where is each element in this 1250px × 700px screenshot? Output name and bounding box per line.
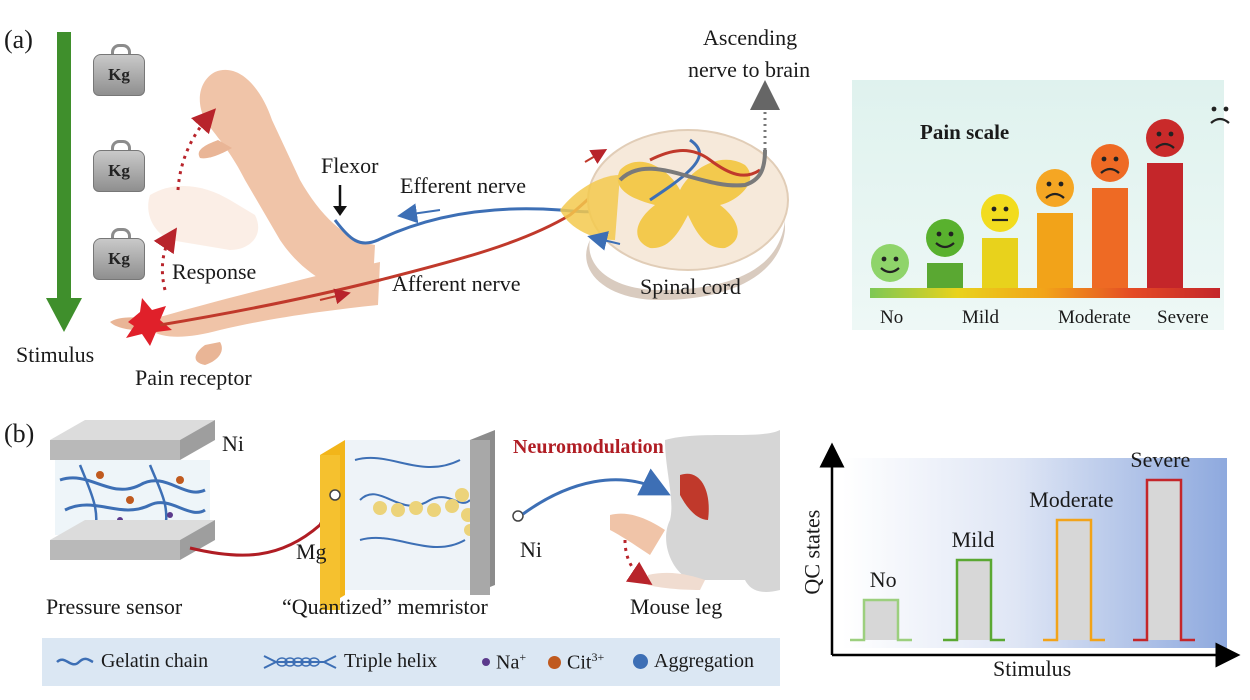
panel-b-label: (b) xyxy=(4,419,35,448)
legend-na: Na+ xyxy=(482,650,526,675)
qc-state-label-no: No xyxy=(869,567,897,592)
na-ion-icon xyxy=(482,658,490,667)
pain-face-icon-2 xyxy=(981,194,1019,232)
triple-helix-icon xyxy=(263,654,337,669)
ascending-label-1: Ascending xyxy=(703,25,798,50)
panel-a-label: (a) xyxy=(4,25,33,54)
spinal-cord xyxy=(560,129,789,300)
qc-state-label-severe: Severe xyxy=(1130,447,1191,472)
pain-face-icon-6 xyxy=(1201,94,1239,132)
stimulus-arrow xyxy=(46,32,82,332)
ni-top-label: Ni xyxy=(222,431,244,456)
qc-pulse-moderate xyxy=(1043,518,1105,642)
pain-star xyxy=(126,298,172,346)
response-label: Response xyxy=(172,259,257,284)
neuromodulation-label: Neuromodulation xyxy=(513,436,664,458)
pressure-sensor xyxy=(50,420,215,560)
pain-scale-baseline xyxy=(870,288,1220,298)
pain-bar-3 xyxy=(1037,213,1073,288)
qc-state-label-mild: Mild xyxy=(951,527,995,552)
qc-pulse-severe xyxy=(1133,478,1195,642)
mouse-leg-label: Mouse leg xyxy=(630,594,723,619)
spinal-cord-label: Spinal cord xyxy=(640,274,741,299)
pain-face-icon-1 xyxy=(926,219,964,257)
pain-bar-1 xyxy=(927,263,963,288)
memristor xyxy=(320,430,524,610)
gelatin-chain-icon xyxy=(56,657,94,665)
pain-scale-label-mild: Mild xyxy=(962,307,999,328)
mg-label: Mg xyxy=(296,539,327,564)
pain-scale-label-moderate: Moderate xyxy=(1058,307,1131,328)
mouse-leg xyxy=(610,430,780,592)
pain-bar-2 xyxy=(982,238,1018,288)
cit-ion-icon xyxy=(548,655,561,669)
stimulus-label: Stimulus xyxy=(16,342,95,367)
pain-face-icon-0 xyxy=(871,244,909,282)
qc-pulse-mild xyxy=(943,558,1005,642)
legend-cit: Cit3+ xyxy=(548,650,604,675)
memristor-label: “Quantized” memristor xyxy=(282,594,488,619)
afferent-nerve-label: Afferent nerve xyxy=(392,271,521,296)
pain-bar-4 xyxy=(1092,188,1128,288)
qc-pulse-fill-moderate xyxy=(1057,520,1091,640)
pain-face-icon-4 xyxy=(1091,144,1129,182)
flexor-label: Flexor xyxy=(321,153,379,178)
qc-state-label-moderate: Moderate xyxy=(1029,487,1114,512)
pain-receptor-label: Pain receptor xyxy=(135,365,252,390)
pain-scale-label-no: No xyxy=(880,307,904,328)
qc-pulse-fill-no xyxy=(864,600,898,640)
ascending-label-2: nerve to brain xyxy=(688,57,811,82)
pressure-sensor-label: Pressure sensor xyxy=(46,594,183,619)
legend-box xyxy=(42,638,780,686)
qc-pulse-fill-mild xyxy=(957,560,991,640)
ni-right-label: Ni xyxy=(520,537,542,562)
weight-icon-1: Kg xyxy=(93,44,145,96)
qc-ylabel: QC states xyxy=(799,509,825,595)
pain-face-icon-3 xyxy=(1036,169,1074,207)
qc-pulse-no xyxy=(850,598,912,642)
upper-arm xyxy=(198,69,375,300)
pain-scale-title: Pain scale xyxy=(920,120,1010,144)
aggregation-icon xyxy=(633,654,648,669)
qc-xlabel: Stimulus xyxy=(993,656,1072,681)
legend-aggregation: Aggregation xyxy=(633,650,754,673)
weight-icon-3: Kg xyxy=(93,228,145,280)
legend-gelatin: Gelatin chain xyxy=(55,650,208,673)
weight-icon-2: Kg xyxy=(93,140,145,192)
pain-face-icon-5 xyxy=(1146,119,1184,157)
pain-bar-5 xyxy=(1147,163,1183,288)
pain-scale-label-severe: Severe xyxy=(1157,307,1209,328)
efferent-nerve-label: Efferent nerve xyxy=(400,173,527,198)
legend-helix: Triple helix xyxy=(262,650,437,673)
qc-pulse-fill-severe xyxy=(1147,480,1181,640)
